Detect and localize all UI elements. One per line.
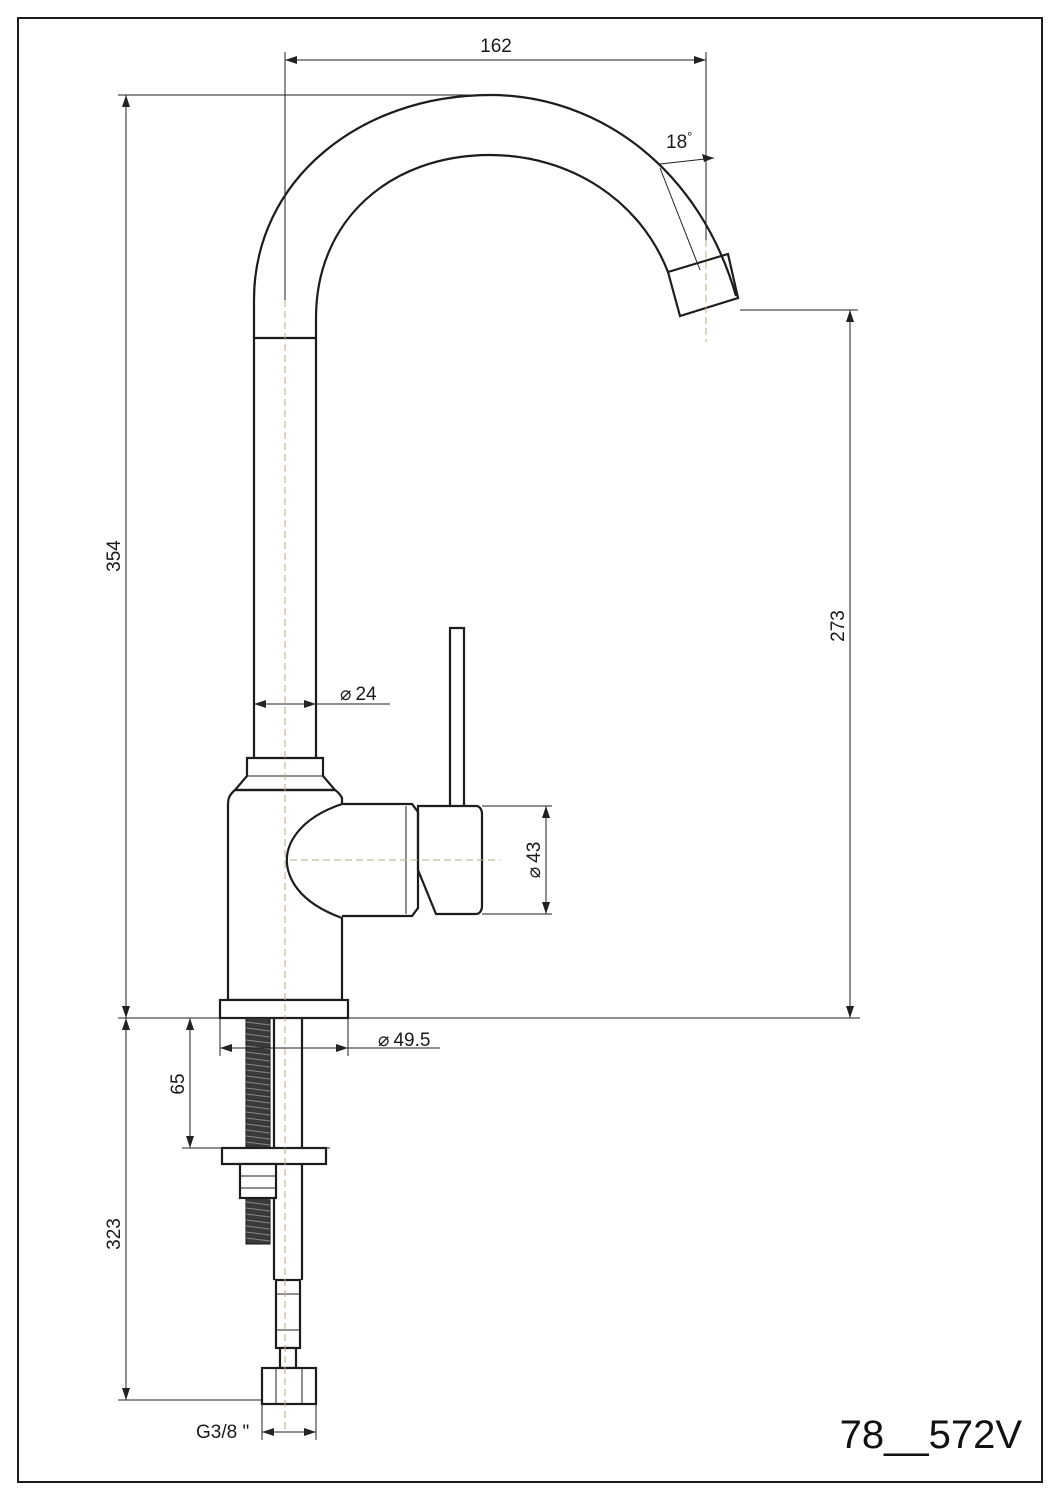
thread-line xyxy=(245,1123,271,1128)
thread-line xyxy=(245,1075,271,1080)
dim-spout-angle-unit: ° xyxy=(687,129,692,144)
faucet-outline xyxy=(218,93,740,1406)
thread-line xyxy=(245,1093,271,1098)
dim-lever-diameter-value: 43 xyxy=(524,842,545,863)
thread-line xyxy=(245,1033,271,1038)
dim-body-diameter-value: 24 xyxy=(355,684,377,705)
thread-line xyxy=(245,1027,271,1032)
dim-total-height: 354 xyxy=(104,540,125,572)
mounting-plate xyxy=(220,1146,328,1166)
mounting-nut xyxy=(238,1162,278,1200)
diameter-symbol: ⌀ xyxy=(378,1030,389,1051)
thread-line xyxy=(245,1111,271,1116)
dim-lever-diameter: ⌀ 43 xyxy=(524,842,545,879)
thread-line xyxy=(245,1021,271,1026)
dim-outlet-height: 273 xyxy=(828,610,849,642)
thread-line xyxy=(245,1051,271,1056)
diameter-symbol: ⌀ xyxy=(340,684,351,705)
aerator xyxy=(666,252,740,318)
thread-line xyxy=(245,1081,271,1086)
dim-body-diameter: ⌀24 xyxy=(340,684,377,705)
thread-line xyxy=(245,1219,271,1224)
thread-line xyxy=(245,1087,271,1092)
handle-cap xyxy=(416,804,484,916)
thread-line xyxy=(245,1117,271,1122)
hose-crimp xyxy=(278,1346,298,1370)
center-lines xyxy=(284,240,707,1430)
thread-line xyxy=(245,1063,271,1068)
lever-stick xyxy=(448,626,466,806)
hose-sleeve xyxy=(274,1278,302,1350)
thread-line xyxy=(245,1201,271,1206)
diameter-symbol: ⌀ xyxy=(524,867,545,878)
spout-outer-contour xyxy=(252,93,738,338)
dim-spout-angle-value: 18 xyxy=(666,132,687,153)
dim-spout-reach: 162 xyxy=(480,36,512,57)
hose-hex-nut xyxy=(260,1366,318,1406)
thread-line xyxy=(245,1105,271,1110)
base-plate xyxy=(218,998,350,1020)
thread-line xyxy=(245,1099,271,1104)
drawing-frame xyxy=(17,17,1043,1483)
mixer-body xyxy=(226,788,344,1002)
thread-line xyxy=(245,1129,271,1134)
thread-line xyxy=(245,1231,271,1236)
dim-hose-length: 323 xyxy=(104,1218,125,1250)
dim-base-diameter: ⌀49.5 xyxy=(378,1030,430,1051)
dim-mounting-thickness: 65 xyxy=(168,1073,189,1094)
thread-line xyxy=(245,1225,271,1230)
thread-line xyxy=(245,1213,271,1218)
model-number: 78__572V xyxy=(840,1413,1023,1457)
thread-line xyxy=(245,1237,271,1242)
arrowheads xyxy=(122,56,854,1436)
dim-base-diameter-value: 49.5 xyxy=(393,1030,430,1051)
dim-spout-angle: 18° xyxy=(666,129,692,153)
thread-line xyxy=(245,1135,271,1140)
dim-connection-thread: G3/8 " xyxy=(196,1422,249,1443)
spout-inner-contour xyxy=(314,153,670,338)
thread-line xyxy=(245,1207,271,1212)
thread-line xyxy=(245,1141,271,1146)
thread-line xyxy=(245,1057,271,1062)
dimension-lines xyxy=(118,52,860,1440)
thread-line xyxy=(245,1039,271,1044)
thread-line xyxy=(245,1069,271,1074)
